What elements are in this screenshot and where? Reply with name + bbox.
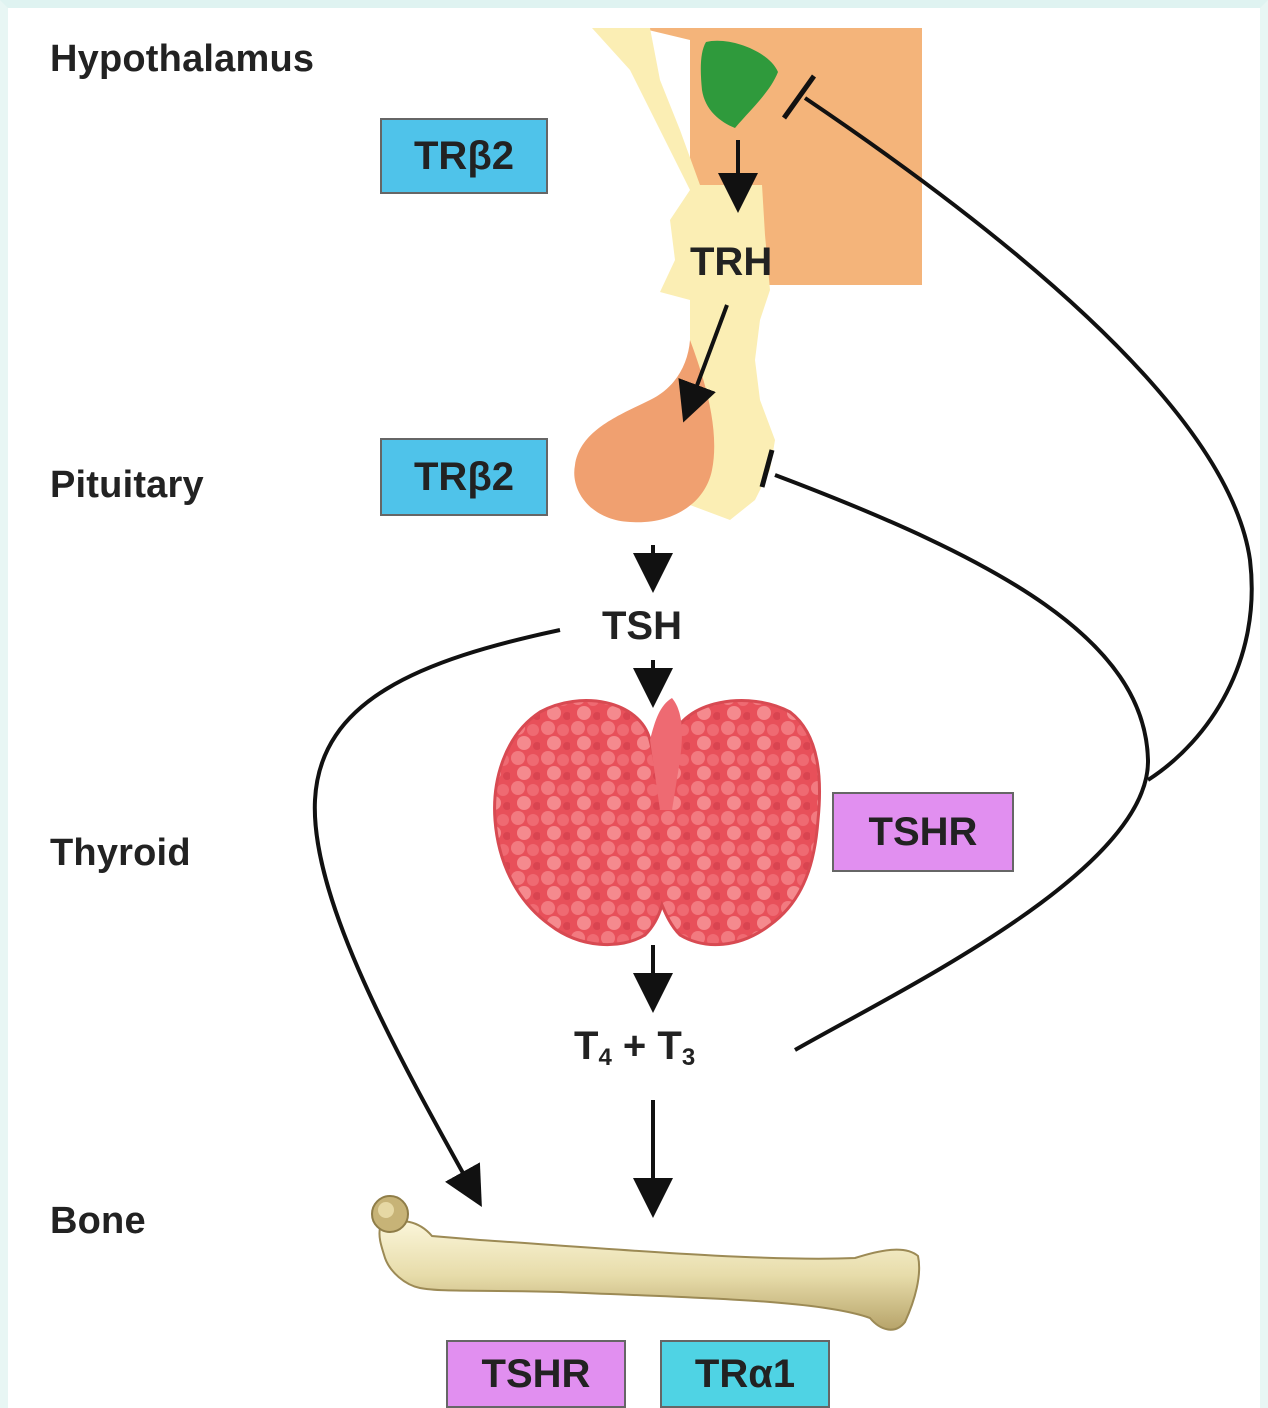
hormone-t3-subscript: 3 xyxy=(682,1044,695,1071)
label-bone: Bone xyxy=(50,1200,146,1243)
label-hypothalamus: Hypothalamus xyxy=(50,38,314,81)
hormone-t4-subscript: 4 xyxy=(598,1044,611,1071)
hormone-trh: TRH xyxy=(690,240,772,285)
hormone-t4: T xyxy=(574,1024,598,1068)
anterior-pituitary xyxy=(574,340,714,522)
bone-femur xyxy=(372,1196,919,1330)
hormone-t3: T xyxy=(657,1024,681,1068)
receptor-tshr-bone: TSHR xyxy=(446,1340,626,1408)
feedback-to-pituitary xyxy=(775,475,1148,1050)
hormone-t4-plus-t3: T4 + T3 xyxy=(574,1024,695,1072)
receptor-tshr-thyroid: TSHR xyxy=(832,792,1014,872)
arrow-tsh-to-bone xyxy=(315,630,560,1200)
thyroid-gland xyxy=(495,698,820,945)
receptor-trb2-hypothalamus: TRβ2 xyxy=(380,118,548,194)
label-pituitary: Pituitary xyxy=(50,464,204,507)
receptor-trb2-pituitary: TRβ2 xyxy=(380,438,548,516)
label-thyroid: Thyroid xyxy=(50,832,191,875)
hormone-plus: + xyxy=(623,1024,646,1068)
hormone-tsh: TSH xyxy=(602,604,682,649)
receptor-tra1-bone: TRα1 xyxy=(660,1340,830,1408)
